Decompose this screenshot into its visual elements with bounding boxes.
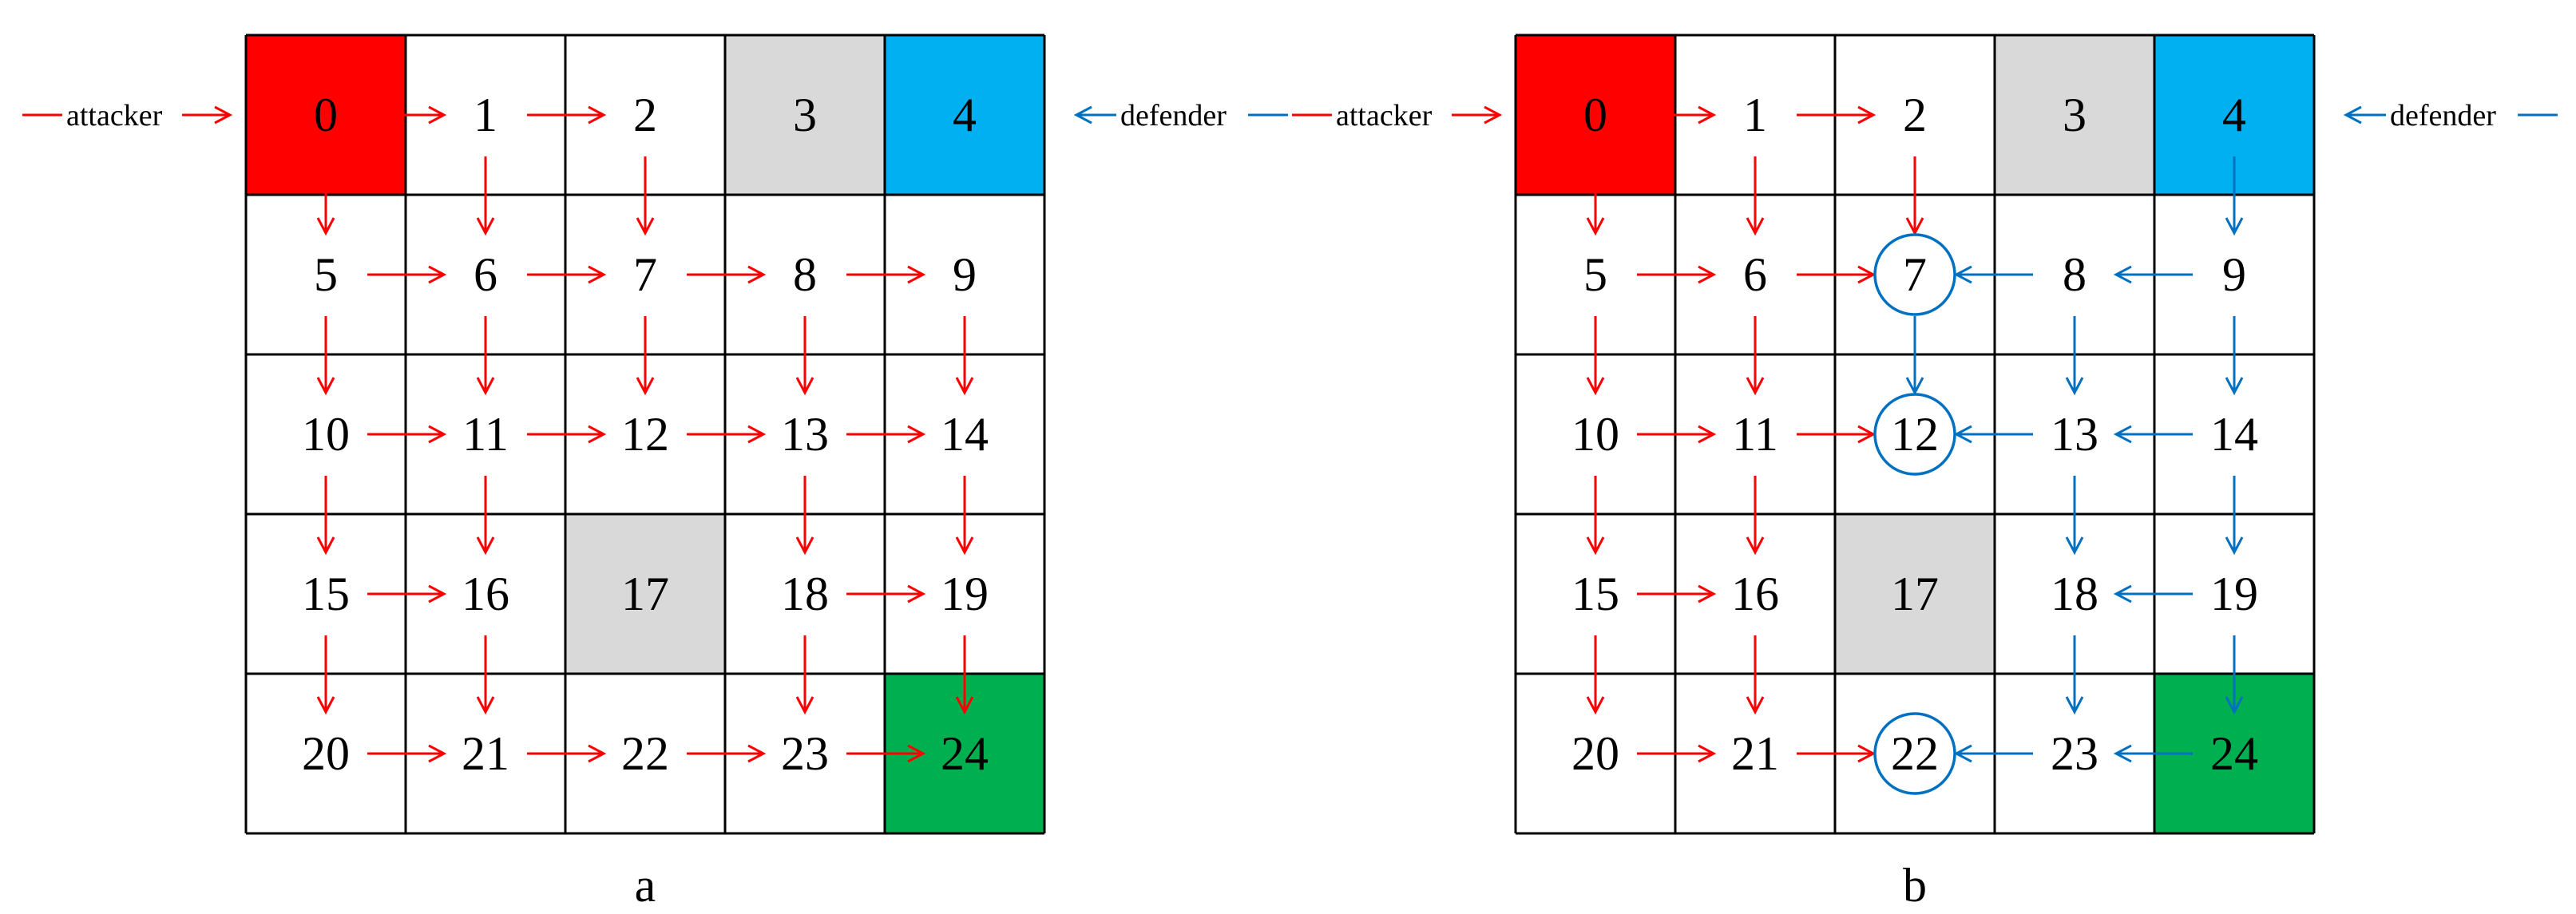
cell-number-18: 18 [2051,568,2098,620]
attacker-label: attacker [1336,99,1433,133]
circle-marker-12 [1873,393,1956,476]
defender-label: defender [1120,99,1227,133]
cell-number-23: 23 [781,727,829,780]
circle-marker-7 [1873,233,1956,316]
defender-entry: defender [2346,99,2558,133]
attacker-arrows [1595,115,1915,754]
cell-number-9: 9 [953,248,977,301]
cell-number-5: 5 [1583,248,1607,301]
cell-number-21: 21 [462,727,509,780]
cell-number-2: 2 [633,89,657,141]
cell-number-24: 24 [2210,727,2258,780]
cell-number-20: 20 [302,727,350,780]
panel-caption: b [1903,859,1927,912]
cell-number-21: 21 [1731,727,1779,780]
cell-number-23: 23 [2051,727,2098,780]
cell-number-22: 22 [1891,727,1939,780]
cell-number-19: 19 [941,568,989,620]
cell-number-13: 13 [2051,408,2098,461]
cell-number-1: 1 [474,89,497,141]
cell-number-11: 11 [462,408,509,461]
grid-cell-17 [1835,514,1995,674]
cell-number-18: 18 [781,568,829,620]
cell-number-2: 2 [1903,89,1927,141]
attacker-label: attacker [66,99,163,133]
cell-number-15: 15 [1571,568,1619,620]
attacker-arrows [326,115,965,754]
defender-arrows [1915,156,2234,754]
cell-number-8: 8 [793,248,817,301]
cell-number-12: 12 [621,408,669,461]
grid-cell-3 [725,35,885,195]
defender-label: defender [2390,99,2496,133]
cell-number-9: 9 [2222,248,2246,301]
cell-number-14: 14 [941,408,989,461]
cell-number-22: 22 [621,727,669,780]
cell-number-7: 7 [1903,248,1927,301]
cell-number-20: 20 [1571,727,1619,780]
cell-number-11: 11 [1732,408,1778,461]
cell-number-3: 3 [2063,89,2087,141]
defender-entry: defender [1076,99,1288,133]
cell-number-24: 24 [941,727,989,780]
cell-number-3: 3 [793,89,817,141]
cell-number-19: 19 [2210,568,2258,620]
circled-cells [1873,233,1956,795]
cell-number-1: 1 [1743,89,1767,141]
cell-number-4: 4 [2222,89,2246,141]
cell-number-12: 12 [1891,408,1939,461]
cell-number-6: 6 [1743,248,1767,301]
cell-number-4: 4 [953,89,977,141]
grid-cell-17 [565,514,725,674]
cell-number-17: 17 [621,568,669,620]
cell-number-5: 5 [314,248,338,301]
cell-number-8: 8 [2063,248,2087,301]
grid-cell-4 [885,35,1044,195]
cell-number-14: 14 [2210,408,2258,461]
cell-number-10: 10 [302,408,350,461]
attacker-entry: attacker [22,99,230,133]
grid-cell-3 [1995,35,2154,195]
cell-number-15: 15 [302,568,350,620]
circle-marker-22 [1873,712,1956,795]
cell-number-10: 10 [1571,408,1619,461]
cell-number-16: 16 [462,568,509,620]
cell-number-13: 13 [781,408,829,461]
panel-caption: a [635,859,656,912]
cell-number-16: 16 [1731,568,1779,620]
cell-number-17: 17 [1891,568,1939,620]
attacker-entry: attacker [1292,99,1500,133]
cell-number-0: 0 [314,89,338,141]
cell-number-6: 6 [474,248,497,301]
cell-number-7: 7 [633,248,657,301]
cell-number-0: 0 [1583,89,1607,141]
